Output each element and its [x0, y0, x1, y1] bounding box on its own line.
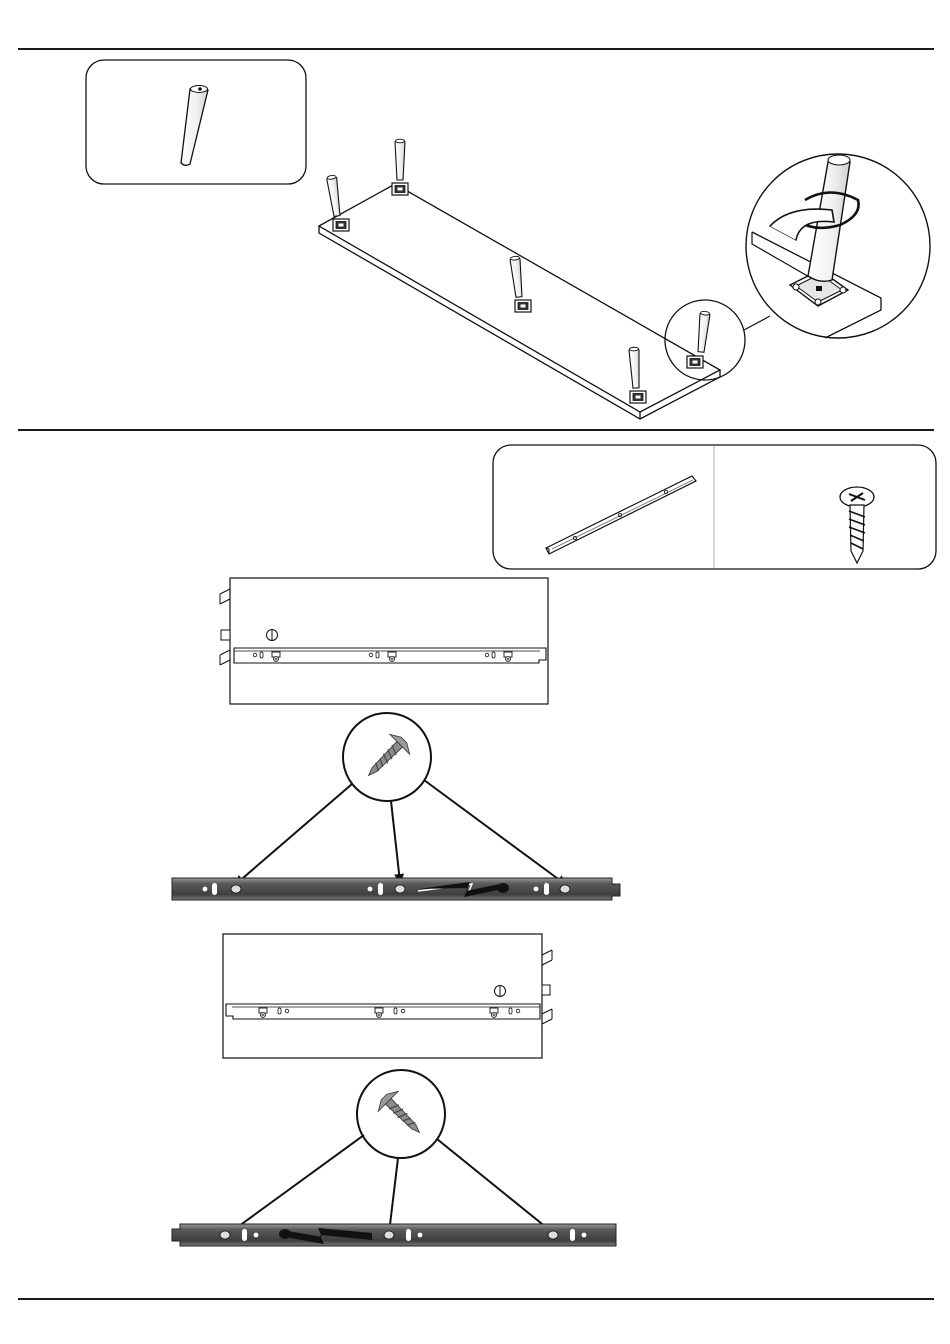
left-rail-closeup [172, 878, 620, 900]
drawer-rail [226, 1004, 540, 1019]
leg-part-box [86, 60, 306, 184]
leg [326, 175, 342, 217]
left-screw-callout [236, 713, 565, 884]
leg-mount [392, 183, 408, 195]
leg [395, 139, 405, 180]
leg [696, 311, 710, 353]
leg-mount [333, 219, 349, 231]
right-rail-closeup [172, 1224, 616, 1246]
leg-mount [515, 300, 531, 312]
leg-mount [630, 391, 646, 403]
leg-mount [687, 356, 703, 368]
rail-part-box [493, 445, 936, 569]
right-panel-view [223, 934, 552, 1058]
left-panel-view [220, 578, 548, 704]
right-screw-callout [228, 1070, 552, 1234]
drawer-rail [234, 648, 546, 663]
